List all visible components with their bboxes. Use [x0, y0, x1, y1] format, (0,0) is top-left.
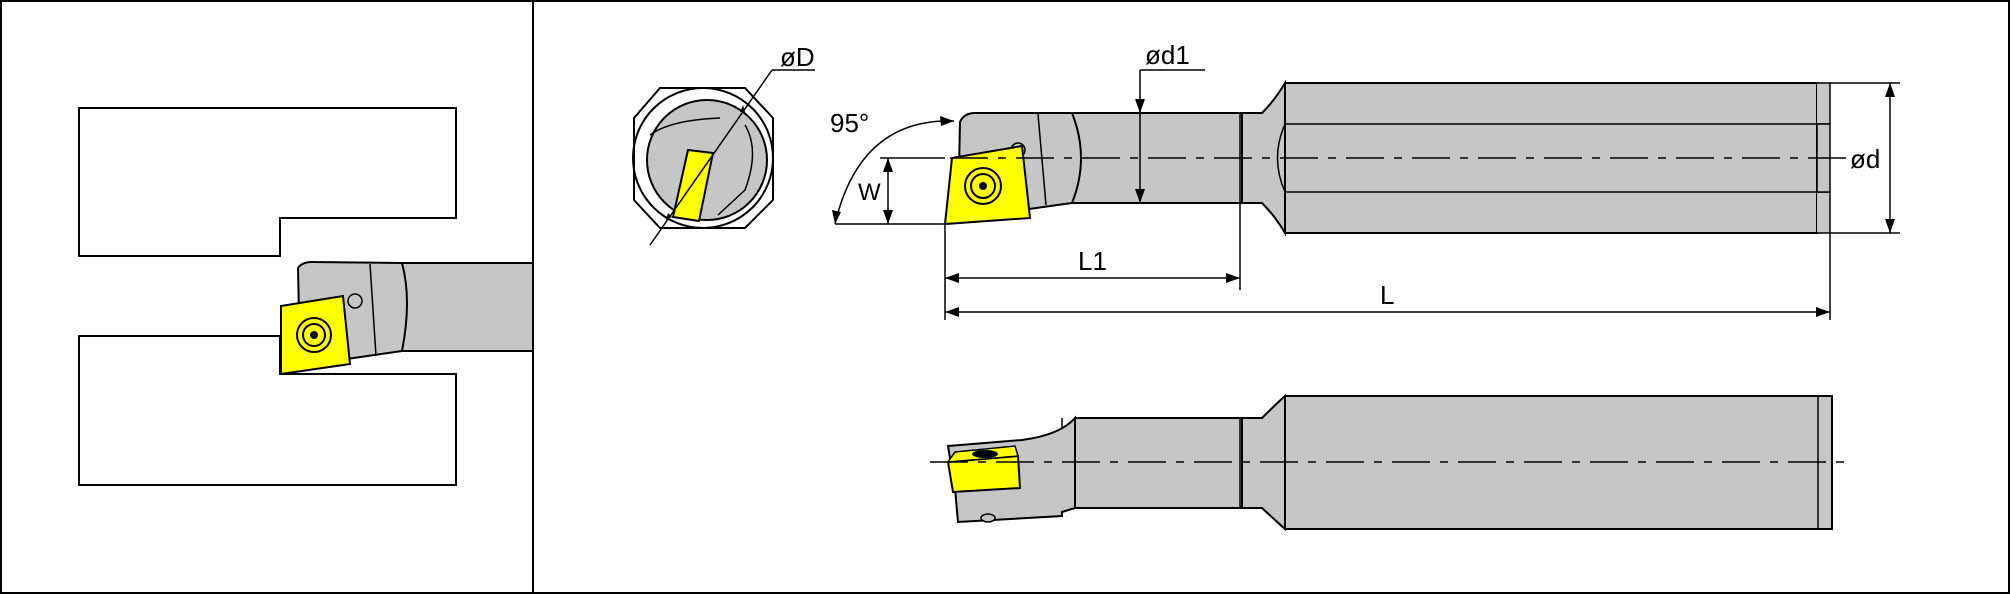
head-edge-line — [369, 263, 377, 357]
top-torx-screw-icon — [964, 167, 1002, 205]
top-view: ød ød1 W 95° L1 L — [830, 40, 1900, 320]
side-neck — [1074, 417, 1243, 509]
label-dim-L: L — [1380, 280, 1394, 310]
end-view-outer-circle — [632, 87, 774, 229]
torx-screw-icon — [296, 317, 332, 353]
label-dim-D: øD — [780, 42, 815, 72]
angle-arc — [834, 120, 955, 225]
bar-shank — [401, 262, 534, 352]
side-view — [930, 393, 1850, 532]
clamp-screw-icon — [347, 293, 363, 309]
application-view — [78, 107, 534, 486]
end-view: øD — [632, 42, 815, 246]
label-dim-L1: L1 — [1078, 246, 1107, 276]
label-dim-d1: ød1 — [1145, 40, 1190, 70]
label-angle: 95° — [830, 108, 869, 138]
label-dim-d: ød — [1850, 144, 1880, 174]
workpiece-upper — [78, 107, 457, 257]
label-dim-W: W — [858, 179, 881, 206]
top-insert — [943, 144, 1032, 226]
